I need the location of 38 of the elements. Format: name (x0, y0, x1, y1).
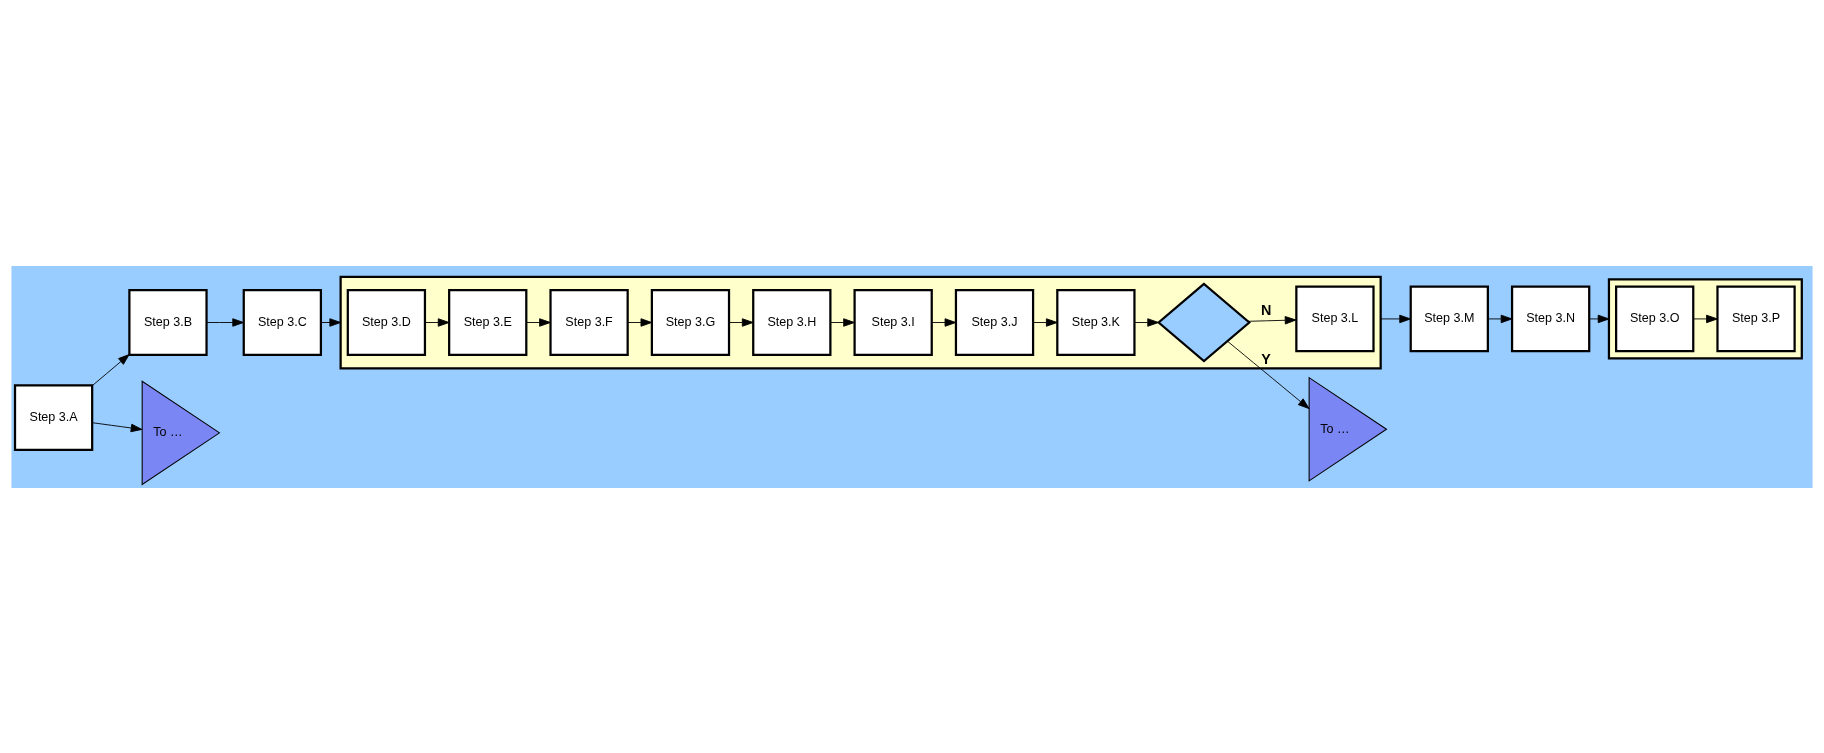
arrow (1487, 314, 1513, 323)
node-box: Step 3.L (1295, 285, 1375, 352)
node-box: Step 3.F (549, 288, 629, 356)
node-box: Step 3.A (13, 383, 94, 451)
arrow (91, 421, 143, 432)
node-box: Step 3.J (954, 288, 1035, 356)
arrow (1227, 340, 1310, 409)
node-box: Step 3.D (346, 288, 427, 356)
arrow (728, 317, 754, 327)
arrow (1032, 317, 1058, 327)
arrow (931, 317, 957, 327)
arrow (526, 317, 551, 327)
node-box: Step 3.O (1615, 285, 1695, 352)
arrow (1588, 314, 1610, 323)
arrow (1247, 315, 1297, 324)
arrow (830, 317, 855, 327)
arrow (424, 317, 450, 327)
arrow (1380, 314, 1411, 323)
node-box: Step 3.C (242, 288, 322, 356)
node-box: Step 3.M (1409, 285, 1489, 352)
node-box: Step 3.H (752, 288, 832, 356)
node-box: Step 3.G (650, 288, 731, 356)
arrow (1134, 317, 1159, 327)
edge-label: Y (1261, 350, 1271, 367)
node-diamond (1156, 281, 1251, 363)
node-box: Step 3.E (448, 288, 528, 356)
node-box: Step 3.P (1716, 285, 1796, 352)
arrow (206, 317, 244, 327)
node-box: Step 3.K (1056, 288, 1136, 356)
node-box: Step 3.I (853, 288, 933, 356)
cluster (1607, 277, 1803, 359)
cluster (339, 275, 1382, 369)
arrow (1693, 314, 1718, 323)
edge-label: N (1260, 301, 1272, 318)
arrow (627, 317, 653, 327)
node-box: Step 3.B (128, 288, 208, 356)
node-box: Step 3.N (1510, 285, 1591, 352)
arrow (91, 353, 130, 386)
